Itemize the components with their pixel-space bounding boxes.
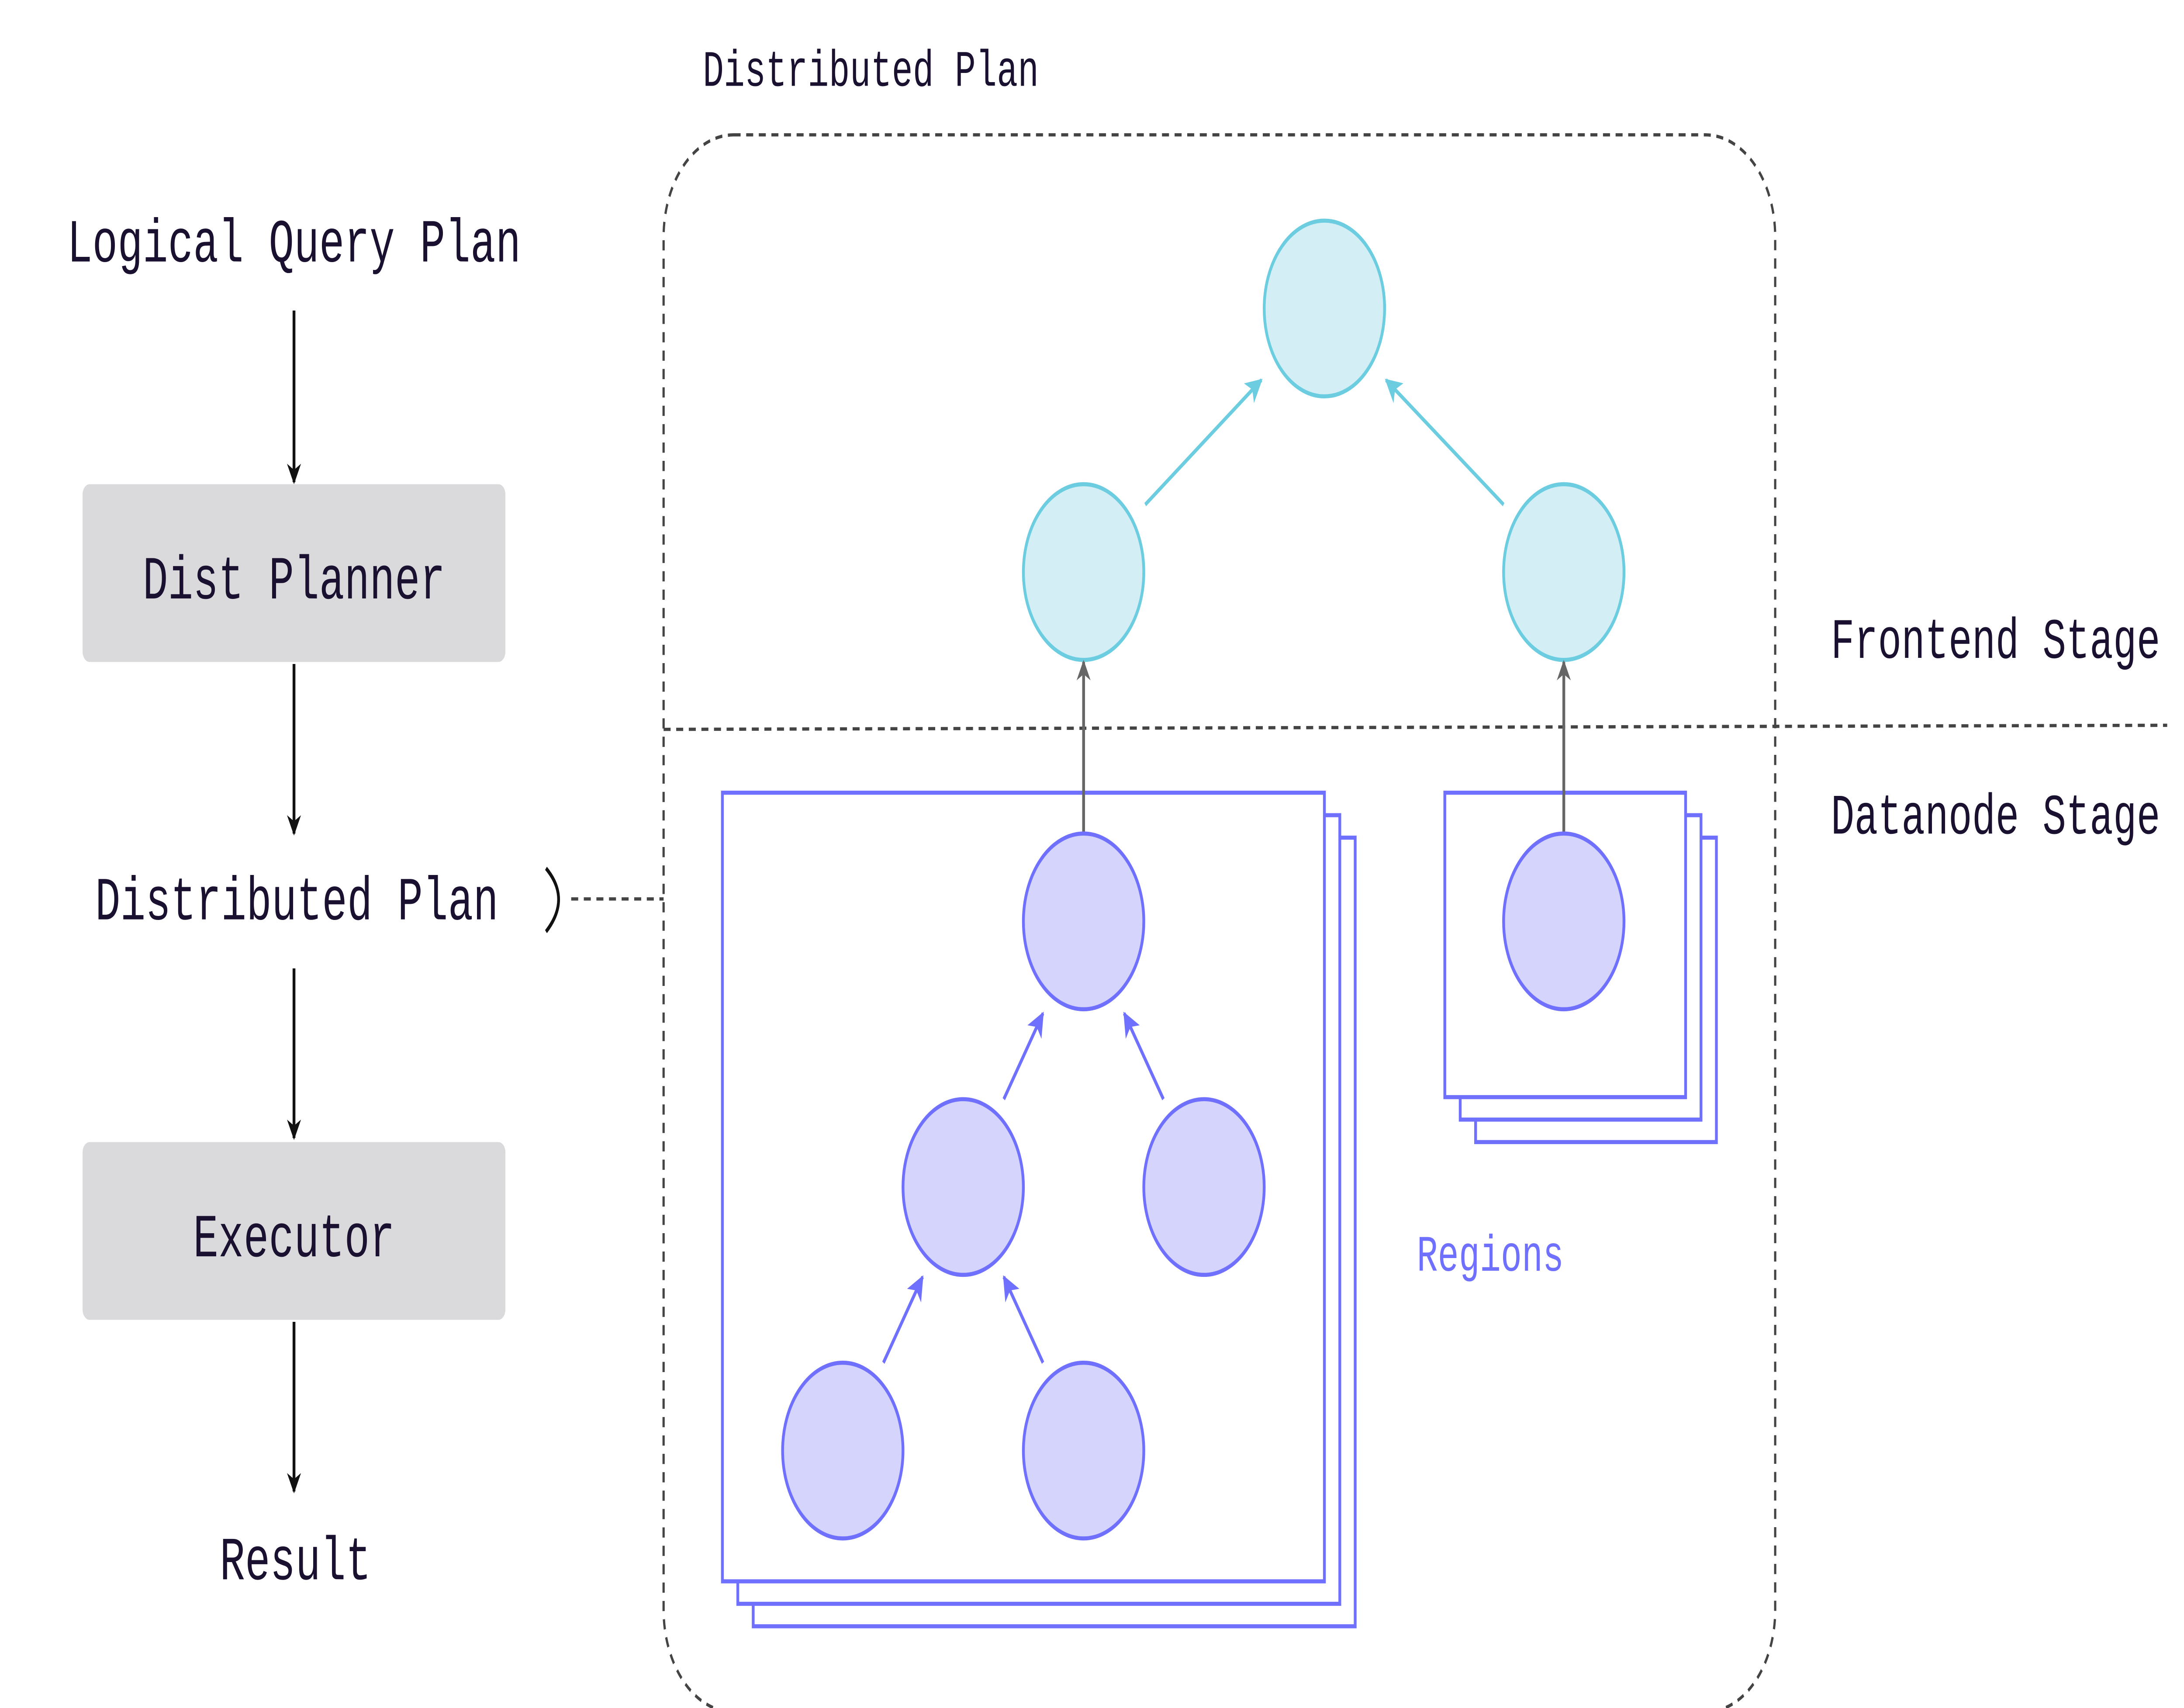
datanode-node bbox=[1022, 831, 1145, 1012]
dist-planner-label: Dist Planner bbox=[143, 548, 445, 618]
executor-label: Executor bbox=[193, 1206, 395, 1276]
panel-border bbox=[662, 133, 1776, 1708]
frontend-node bbox=[1502, 482, 1626, 662]
distributed-plan-label: Distributed Plan bbox=[95, 869, 498, 938]
distributed-plan-panel: Distributed Plan Frontend Stage Datanode… bbox=[662, 44, 2167, 1708]
datanode-node bbox=[1142, 1097, 1266, 1277]
frontend-stage-label: Frontend Stage bbox=[1831, 611, 2160, 675]
arrow-icon bbox=[1002, 1011, 1044, 1100]
datanode-node bbox=[1502, 831, 1626, 1012]
frontend-node bbox=[1022, 482, 1145, 662]
frontend-root-node bbox=[1263, 218, 1386, 399]
panel-title: Distributed Plan bbox=[703, 44, 1039, 102]
arrow-icon bbox=[1002, 1275, 1044, 1364]
datanode-node bbox=[781, 1360, 905, 1541]
stage-divider bbox=[663, 723, 2167, 731]
bracket-icon bbox=[545, 867, 560, 934]
logical-query-plan-label: Logical Query Plan bbox=[67, 211, 521, 280]
arrow-icon bbox=[1385, 378, 1505, 507]
datanode-node bbox=[1022, 1360, 1145, 1541]
arrow-icon bbox=[1144, 378, 1263, 506]
dist-planner-box bbox=[83, 484, 506, 662]
regions-label: Regions bbox=[1417, 1229, 1564, 1286]
datanode-node bbox=[902, 1097, 1025, 1277]
result-label: Result bbox=[220, 1529, 371, 1598]
pipeline: Logical Query Plan Dist Planner Distribu… bbox=[67, 211, 664, 1598]
executor-box bbox=[83, 1142, 506, 1320]
datanode-stage-label: Datanode Stage bbox=[1831, 786, 2160, 851]
arrow-icon bbox=[1123, 1011, 1165, 1100]
arrow-icon bbox=[882, 1275, 924, 1364]
